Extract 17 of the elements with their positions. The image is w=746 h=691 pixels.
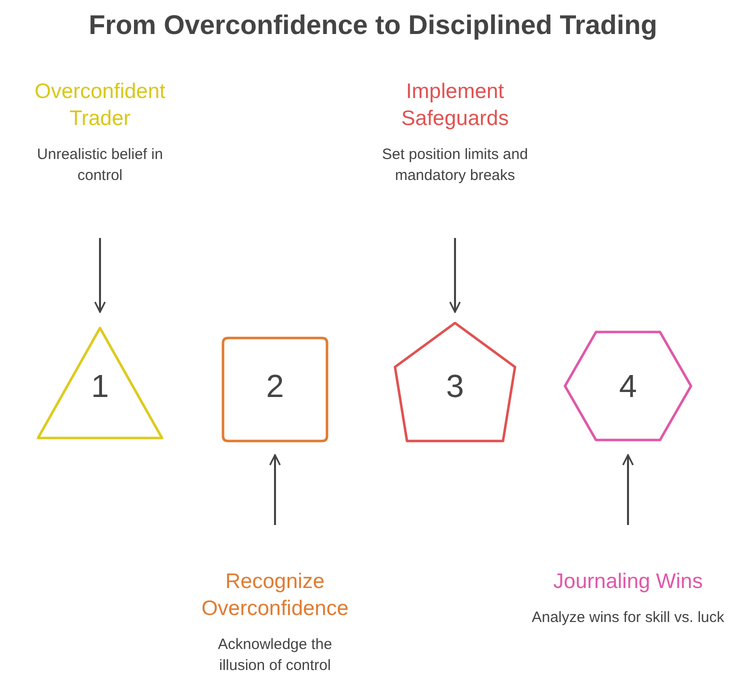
step-number: 1 bbox=[90, 368, 110, 405]
arrow bbox=[94, 238, 106, 313]
step-description: Unrealistic belief in control bbox=[36, 145, 164, 186]
diagram-title: From Overconfidence to Disciplined Trading bbox=[88, 10, 658, 41]
arrow bbox=[449, 238, 461, 313]
step-number: 3 bbox=[445, 368, 465, 405]
arrow bbox=[622, 454, 634, 525]
step-heading: Journaling Wins bbox=[552, 569, 704, 595]
step-heading: Overconfident Trader bbox=[34, 79, 166, 132]
step-description: Set position limits and mandatory breaks bbox=[381, 145, 529, 186]
step-heading: Implement Safeguards bbox=[400, 79, 510, 132]
step-number: 4 bbox=[618, 368, 638, 405]
step-number: 2 bbox=[265, 368, 285, 405]
step-description: Analyze wins for skill vs. luck bbox=[530, 608, 726, 628]
step-description: Acknowledge the illusion of control bbox=[216, 635, 334, 676]
step-heading: Recognize Overconfidence bbox=[200, 569, 350, 622]
arrow bbox=[269, 454, 281, 525]
